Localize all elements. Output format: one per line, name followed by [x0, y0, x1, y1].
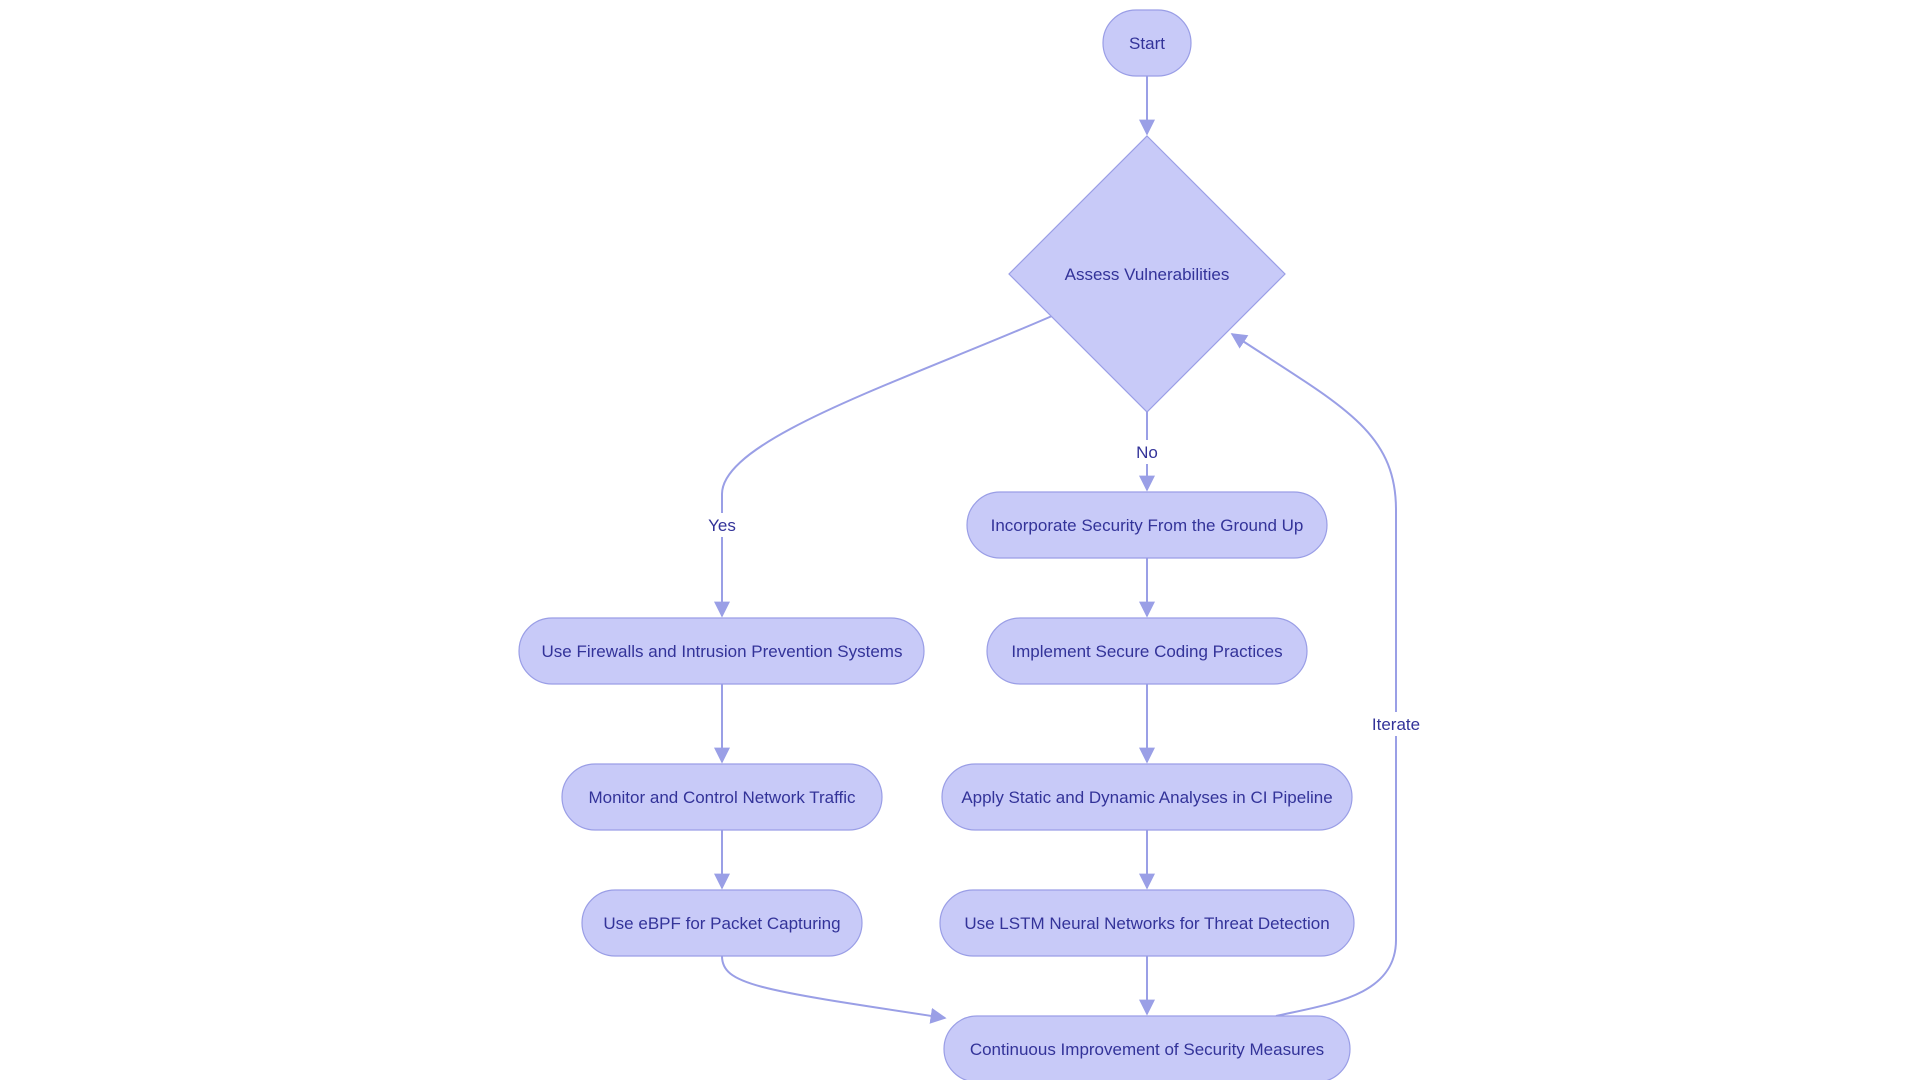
edge-continuous-iterate-to-assess: [1230, 333, 1397, 1017]
node-ebpf-label: Use eBPF for Packet Capturing: [603, 914, 840, 933]
edge-assess-yes-to-firewalls: [714, 315, 1053, 618]
node-monitor-label: Monitor and Control Network Traffic: [588, 788, 856, 807]
node-firewalls[interactable]: Use Firewalls and Intrusion Prevention S…: [518, 617, 925, 685]
edge-label-no: No: [1131, 440, 1163, 464]
node-static-dynamic[interactable]: Apply Static and Dynamic Analyses in CI …: [941, 763, 1353, 831]
node-start-label: Start: [1129, 34, 1165, 53]
node-lstm-label: Use LSTM Neural Networks for Threat Dete…: [964, 914, 1329, 933]
node-secure-coding-label: Implement Secure Coding Practices: [1011, 642, 1282, 661]
node-firewalls-label: Use Firewalls and Intrusion Prevention S…: [542, 642, 903, 661]
edge-label-iterate: Iterate: [1368, 712, 1424, 736]
node-continuous-label: Continuous Improvement of Security Measu…: [970, 1040, 1324, 1059]
edges: [714, 76, 1397, 1024]
node-static-dynamic-label: Apply Static and Dynamic Analyses in CI …: [961, 788, 1332, 807]
node-incorporate-label: Incorporate Security From the Ground Up: [991, 516, 1304, 535]
node-secure-coding[interactable]: Implement Secure Coding Practices: [986, 617, 1308, 685]
node-incorporate[interactable]: Incorporate Security From the Ground Up: [966, 491, 1328, 559]
node-start[interactable]: Start: [1102, 9, 1192, 77]
node-continuous[interactable]: Continuous Improvement of Security Measu…: [943, 1015, 1351, 1080]
edge-label-yes-text: Yes: [708, 516, 736, 535]
edge-label-iterate-text: Iterate: [1372, 715, 1420, 734]
edge-ebpf-to-continuous: [721, 955, 947, 1024]
node-lstm[interactable]: Use LSTM Neural Networks for Threat Dete…: [939, 889, 1355, 957]
node-assess-label: Assess Vulnerabilities: [1065, 265, 1230, 284]
node-assess-decision[interactable]: Assess Vulnerabilities: [1008, 135, 1286, 413]
edge-label-no-text: No: [1136, 443, 1158, 462]
edge-label-yes: Yes: [704, 513, 740, 537]
node-monitor[interactable]: Monitor and Control Network Traffic: [561, 763, 883, 831]
node-ebpf[interactable]: Use eBPF for Packet Capturing: [581, 889, 863, 957]
